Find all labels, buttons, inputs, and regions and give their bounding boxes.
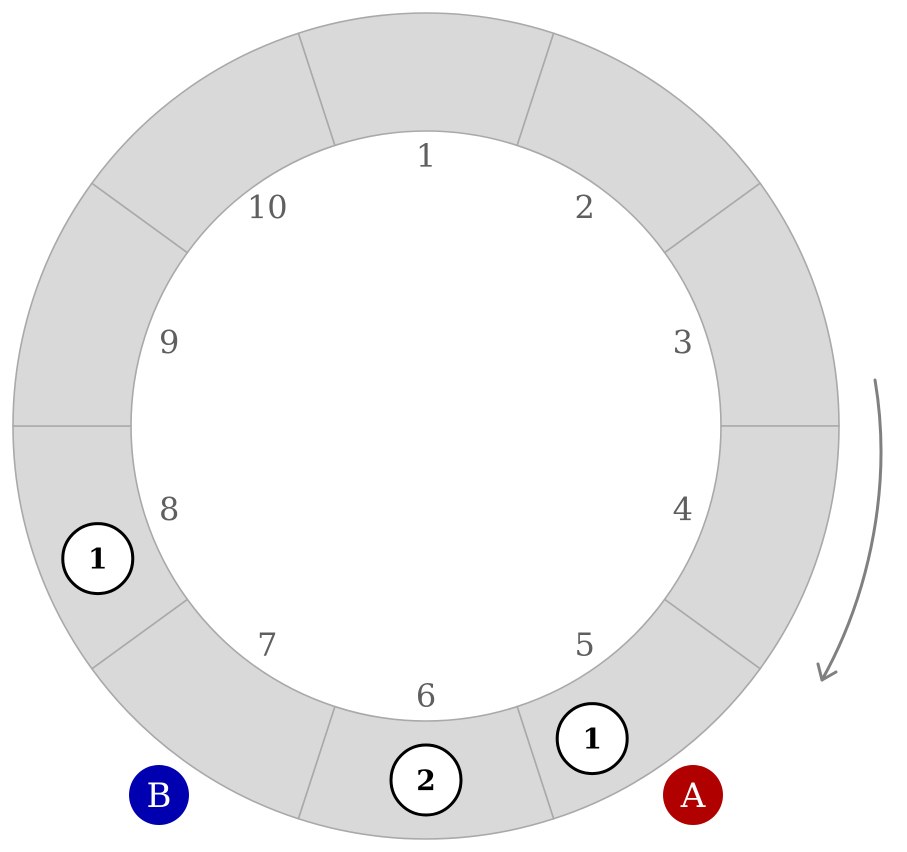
segment-label-7: 7: [257, 625, 277, 663]
token-circle: [555, 702, 629, 776]
segment-label-9: 9: [159, 324, 179, 362]
board-segment-1: [297, 12, 555, 147]
segment-label-3: 3: [673, 324, 693, 362]
segment-label-10: 10: [247, 189, 288, 227]
token-segment-6: 2: [389, 743, 463, 817]
token-label: 1: [88, 543, 107, 576]
players-layer: AB: [129, 765, 723, 825]
board-segment-10: [90, 32, 336, 254]
segment-label-8: 8: [159, 490, 179, 528]
tokens-layer: 1 2 1: [61, 522, 629, 817]
segment-label-5: 5: [575, 625, 595, 663]
player-label: A: [680, 776, 706, 816]
clockwise-arrow-icon: [820, 378, 883, 682]
token-circle: [61, 522, 135, 596]
token-segment-5: 1: [555, 702, 629, 776]
player-badge: [663, 765, 723, 825]
segment-label-4: 4: [673, 490, 693, 528]
segment-labels-layer: 1 2 3 4 5 6 7 8 9 10: [159, 137, 693, 715]
player-marker-b: B: [129, 765, 189, 825]
segment-label-6: 6: [416, 677, 436, 715]
player-label: B: [147, 776, 172, 816]
token-segment-8: 1: [61, 522, 135, 596]
token-label: 2: [416, 764, 435, 797]
segment-label-1: 1: [416, 137, 436, 175]
token-circle: [389, 743, 463, 817]
player-badge: [129, 765, 189, 825]
arrowhead-icon: [816, 662, 838, 682]
player-marker-a: A: [663, 765, 723, 825]
segment-label-2: 2: [575, 189, 595, 227]
token-label: 1: [582, 723, 601, 756]
